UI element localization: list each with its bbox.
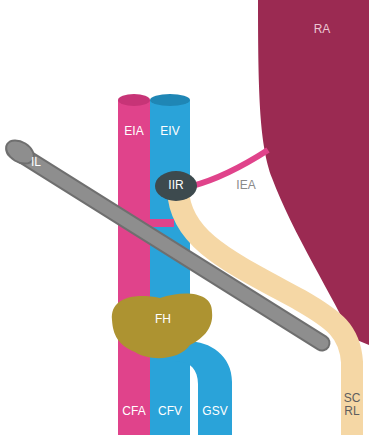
- ligament-outline: [14, 150, 322, 343]
- epigastric-vessel: [192, 150, 268, 186]
- structure-label: IEA: [236, 179, 255, 192]
- inguinal-ligament: [14, 150, 322, 343]
- structure-label: EIV: [160, 125, 179, 138]
- structure-label: IL: [31, 156, 41, 169]
- vein-cap: [150, 94, 190, 106]
- artery-vessel: [118, 100, 150, 435]
- vessel-branch: [150, 219, 174, 227]
- structure-label: EIA: [124, 125, 143, 138]
- structure-label: FH: [155, 313, 171, 326]
- structure-label: CFA: [122, 405, 145, 418]
- structure-label: RA: [314, 23, 331, 36]
- artery-cap: [118, 94, 150, 106]
- vein-vessel: [150, 100, 190, 435]
- saphenous-vein: [175, 341, 232, 435]
- structure-label: GSV: [202, 405, 227, 418]
- hernia-sac: [112, 294, 212, 359]
- internal-ring: [155, 171, 197, 201]
- structure-label: CFV: [158, 405, 182, 418]
- structure-label: SC RL: [342, 392, 362, 418]
- structure-label: IIR: [168, 179, 183, 192]
